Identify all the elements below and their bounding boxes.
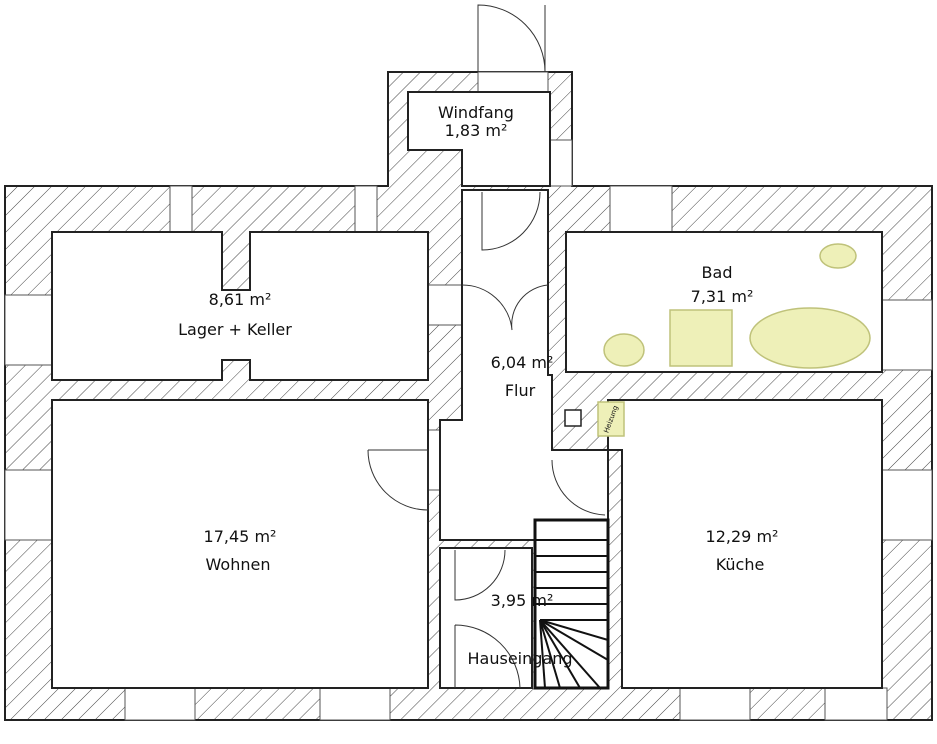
bad-area: 7,31 m² <box>691 287 754 306</box>
chimney-shaft <box>564 409 582 427</box>
bath-fixtures <box>603 243 871 369</box>
shower-tray-icon <box>669 309 733 367</box>
wohnen-area: 17,45 m² <box>204 527 277 546</box>
heating-unit <box>597 401 625 437</box>
toilet-icon <box>603 333 645 367</box>
room-lager <box>51 231 429 381</box>
windfang-name: Windfang <box>438 103 514 122</box>
hauseingang-name: Hauseingang <box>468 649 573 668</box>
bad-name: Bad <box>702 263 733 282</box>
room-wohnen <box>51 399 429 689</box>
sink-icon <box>819 243 857 269</box>
flur-area: 6,04 m² <box>491 353 554 372</box>
kueche-name: Küche <box>716 555 765 574</box>
wohnen-name: Wohnen <box>206 555 271 574</box>
flur-name: Flur <box>505 381 536 400</box>
kueche-area: 12,29 m² <box>706 527 779 546</box>
room-windfang <box>407 91 551 187</box>
windows <box>4 71 933 721</box>
windfang-area: 1,83 m² <box>445 121 508 140</box>
doors <box>367 4 606 689</box>
hauseingang-area: 3,95 m² <box>491 591 554 610</box>
room-labels: Windfang 1,83 m² 8,61 m² Lager + Keller … <box>178 103 778 668</box>
bathtub-icon <box>749 307 871 369</box>
lager-name: Lager + Keller <box>178 320 292 339</box>
stair-treads <box>535 539 609 689</box>
lager-area: 8,61 m² <box>209 290 272 309</box>
